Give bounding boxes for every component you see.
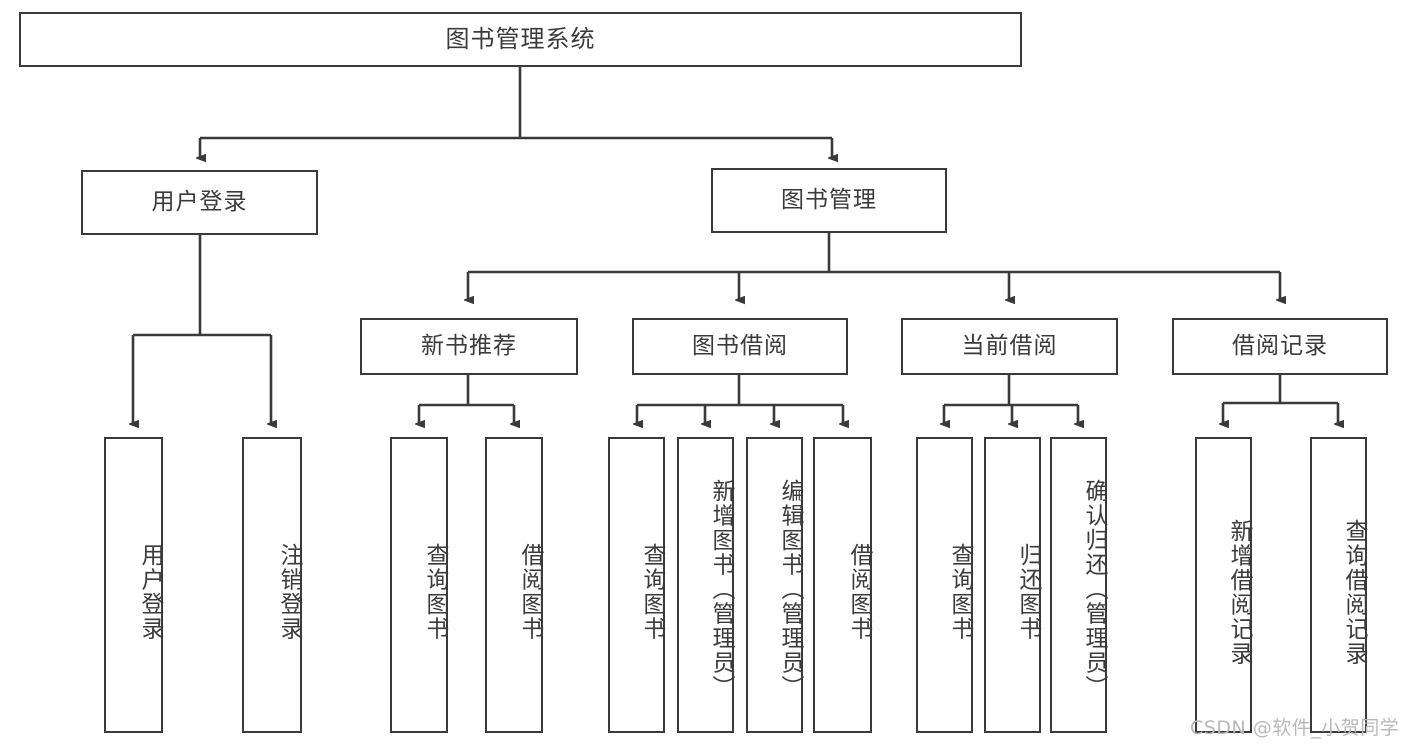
leaf-query-book-1[interactable]: 查询图书	[390, 437, 448, 733]
leaf-query-book-2-label: 查询图书	[639, 543, 665, 641]
node-book-manage[interactable]: 图书管理	[711, 168, 947, 233]
leaf-edit-book[interactable]: 编辑图书（管理员）	[746, 437, 803, 733]
node-book-borrow-label: 图书借阅	[692, 332, 788, 359]
leaf-borrow-book-1[interactable]: 借阅图书	[485, 437, 543, 733]
node-book-borrow[interactable]: 图书借阅	[632, 318, 848, 375]
node-borrow-record[interactable]: 借阅记录	[1172, 318, 1388, 375]
leaf-query-book-2[interactable]: 查询图书	[608, 437, 665, 733]
leaf-add-book[interactable]: 新增图书（管理员）	[677, 437, 734, 733]
node-current-borrow[interactable]: 当前借阅	[901, 318, 1118, 375]
node-user-login-label: 用户登录	[151, 188, 248, 215]
leaf-add-record-label: 新增借阅记录	[1226, 518, 1252, 666]
leaf-confirm-return[interactable]: 确认归还（管理员）	[1050, 437, 1107, 733]
leaf-query-book-3-label: 查询图书	[947, 543, 973, 641]
node-current-borrow-label: 当前借阅	[961, 332, 1058, 359]
watermark: CSDN @软件_小贺同学	[1190, 717, 1400, 739]
leaf-borrow-book-2-label: 借阅图书	[846, 543, 872, 641]
node-borrow-record-label: 借阅记录	[1232, 332, 1328, 359]
node-new-book-recommend-label: 新书推荐	[421, 332, 517, 359]
leaf-logout-login-label: 注销登录	[276, 543, 302, 641]
leaf-add-book-label: 新增图书（管理员）	[708, 478, 734, 700]
leaf-borrow-book-2[interactable]: 借阅图书	[813, 437, 872, 733]
leaf-return-book-label: 归还图书	[1015, 543, 1041, 641]
leaf-user-login[interactable]: 用户登录	[104, 437, 163, 733]
node-book-manage-label: 图书管理	[781, 186, 877, 213]
leaf-logout-login[interactable]: 注销登录	[242, 437, 302, 733]
leaf-query-record-label: 查询借阅记录	[1341, 518, 1367, 666]
node-root-label: 图书管理系统	[445, 25, 596, 54]
leaf-query-book-3[interactable]: 查询图书	[916, 437, 973, 733]
leaf-add-record[interactable]: 新增借阅记录	[1195, 437, 1252, 733]
node-user-login[interactable]: 用户登录	[81, 170, 318, 235]
node-new-book-recommend[interactable]: 新书推荐	[360, 318, 578, 375]
leaf-user-login-label: 用户登录	[137, 543, 163, 641]
leaf-confirm-return-label: 确认归还（管理员）	[1081, 478, 1107, 700]
leaf-return-book[interactable]: 归还图书	[984, 437, 1041, 733]
leaf-borrow-book-1-label: 借阅图书	[517, 543, 543, 641]
node-root[interactable]: 图书管理系统	[19, 12, 1022, 67]
leaf-query-book-1-label: 查询图书	[422, 543, 448, 641]
leaf-edit-book-label: 编辑图书（管理员）	[777, 478, 803, 700]
leaf-query-record[interactable]: 查询借阅记录	[1310, 437, 1367, 733]
